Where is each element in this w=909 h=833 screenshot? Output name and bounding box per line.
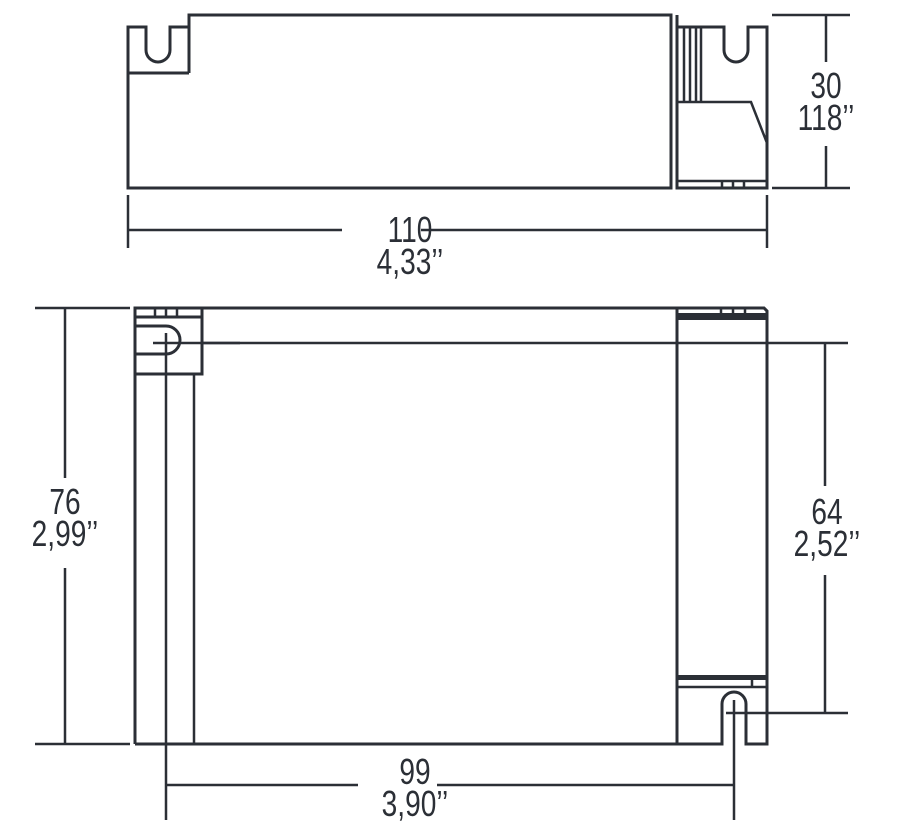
dim-value-inch: 2,99’’ bbox=[31, 513, 99, 554]
right-cap-band bbox=[677, 313, 767, 320]
right-end-cap bbox=[675, 306, 769, 746]
terminal-slope bbox=[677, 100, 769, 144]
dim-label-width-110: 110 4,33’’ bbox=[348, 209, 473, 282]
dim-value-mm: 76 bbox=[49, 481, 81, 522]
plan-view bbox=[35, 306, 848, 820]
terminal-block bbox=[675, 15, 769, 190]
dim-label-width-99: 99 3,90’’ bbox=[353, 751, 478, 824]
dim-value-inch: 2,52’’ bbox=[793, 523, 861, 564]
dim-value-inch: 4,33’’ bbox=[376, 241, 444, 282]
dim-value-mm: 64 bbox=[811, 491, 843, 532]
dim-value-mm: 110 bbox=[387, 209, 433, 250]
dim-label-height-30: 30 118’’ bbox=[782, 65, 869, 138]
dim-value-mm: 99 bbox=[399, 751, 431, 792]
right-cap-band-lower bbox=[677, 675, 767, 680]
left-mount-slot bbox=[135, 324, 182, 356]
side-view-outline bbox=[126, 13, 673, 190]
dim-value-mm: 30 bbox=[810, 65, 842, 106]
left-end-cap bbox=[133, 306, 204, 744]
dim-value-inch: 3,90’’ bbox=[381, 783, 449, 824]
dim-label-height-76: 76 2,99’’ bbox=[14, 481, 115, 554]
dim-label-height-64: 64 2,52’’ bbox=[776, 491, 877, 564]
side-view bbox=[126, 13, 850, 248]
dim-value-inch: 118’’ bbox=[797, 97, 855, 138]
